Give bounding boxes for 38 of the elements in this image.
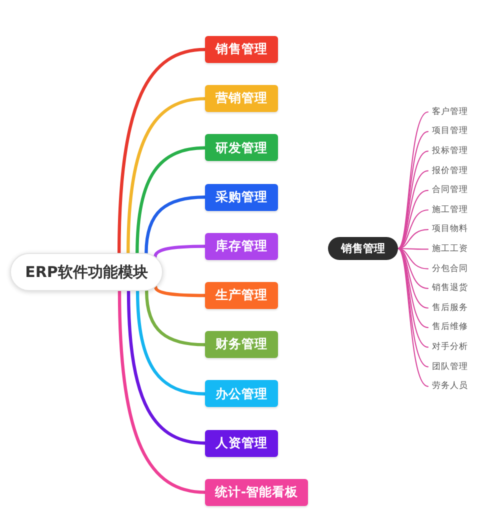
leaf-label: 销售退货 — [432, 282, 468, 294]
leaf-label: 劳务人员 — [432, 380, 468, 392]
module-box: 采购管理 — [205, 184, 278, 211]
module-box: 统计-智能看板 — [205, 478, 308, 506]
branch-line — [154, 285, 207, 298]
leaf-label: 客户管理 — [432, 106, 468, 118]
branch-line — [144, 196, 207, 255]
branch-line — [126, 289, 207, 445]
leaf-label: 售后维修 — [432, 322, 468, 334]
leaf-label: 施工管理 — [432, 204, 468, 216]
subtopic-pill: 销售管理 — [328, 237, 398, 260]
leaf-label: 对手分析 — [432, 341, 468, 354]
branch-line — [136, 146, 207, 255]
module-box: 办公管理 — [205, 380, 278, 408]
leaf-label: 售后服务 — [432, 302, 468, 314]
leaf-label: 投标管理 — [432, 145, 468, 158]
module-box: 生产管理 — [205, 282, 278, 309]
leaf-label: 报价管理 — [432, 164, 468, 177]
leaf-label: 合同管理 — [432, 184, 468, 196]
branch-line — [154, 244, 207, 258]
module-box: 研发管理 — [205, 134, 278, 162]
branch-line — [145, 289, 207, 346]
leaf-label: 项目管理 — [432, 126, 468, 138]
module-box: 库存管理 — [205, 232, 278, 260]
module-box: 营销管理 — [205, 85, 278, 112]
branch-line — [118, 289, 207, 494]
leaf-label: 团队管理 — [432, 360, 468, 373]
branch-line — [118, 48, 207, 255]
leaf-label: 施工工资 — [432, 243, 468, 256]
module-box: 财务管理 — [205, 331, 278, 358]
module-box: 人资管理 — [205, 430, 278, 457]
leaf-label: 分包合同 — [432, 262, 468, 275]
branch-line — [136, 289, 207, 396]
root-pill: ERP软件功能模块 — [10, 253, 163, 291]
branch-line — [126, 97, 207, 255]
branch-line — [397, 248, 429, 348]
module-box: 销售管理 — [205, 36, 278, 63]
leaf-label: 项目物料 — [432, 224, 468, 236]
